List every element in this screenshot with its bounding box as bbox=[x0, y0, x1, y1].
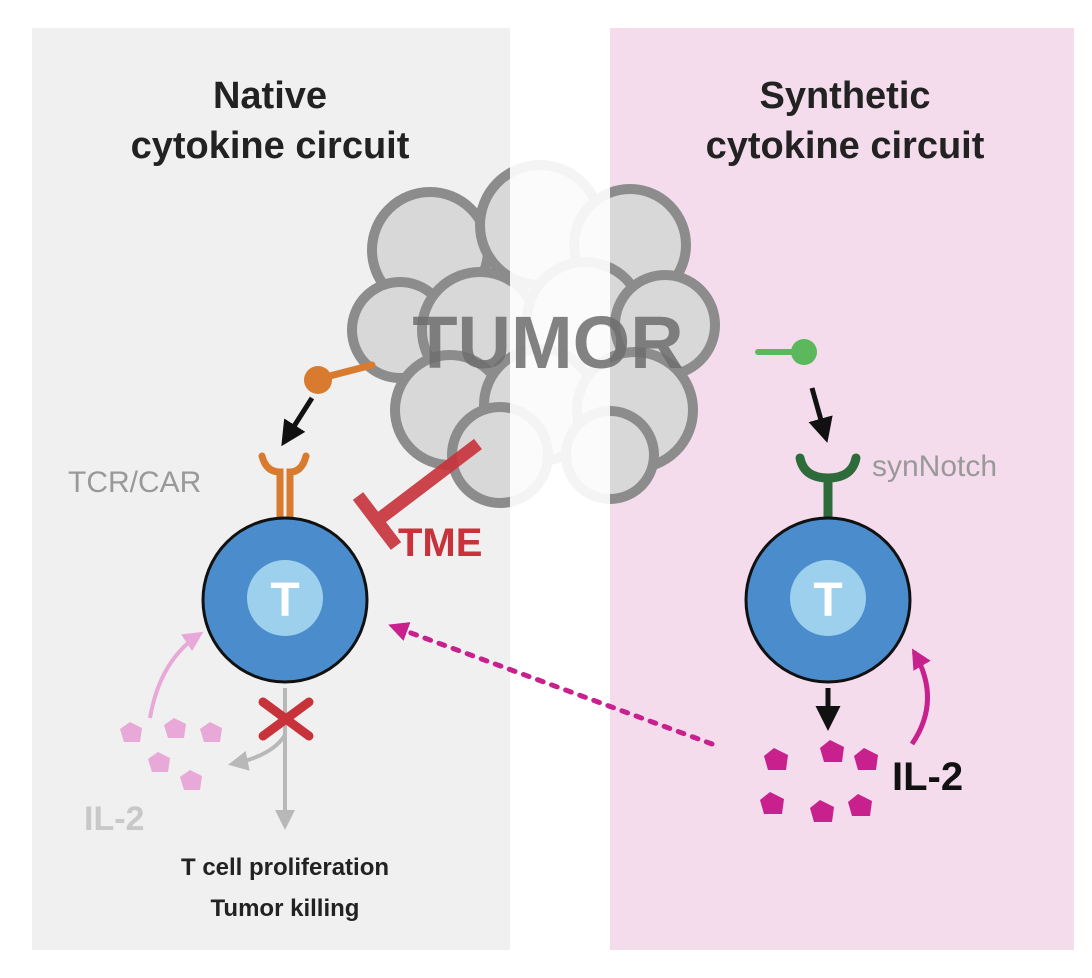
native-il2-label: IL-2 bbox=[84, 800, 144, 838]
native-antigen-icon bbox=[304, 361, 376, 394]
synthetic-panel-background bbox=[610, 28, 1074, 950]
synthetic-title-line2: cytokine circuit bbox=[706, 125, 985, 167]
tme-label: TME bbox=[398, 521, 482, 565]
synthetic-t-cell: T bbox=[744, 516, 912, 684]
synthetic-autocrine-arrow bbox=[909, 648, 931, 746]
paracrine-il2-arrow bbox=[388, 622, 715, 747]
native-t-cell: T bbox=[201, 516, 369, 684]
native-il2-release-arrow bbox=[228, 733, 287, 771]
panel-divider bbox=[510, 28, 610, 950]
synthetic-antigen-binding-arrow bbox=[808, 387, 833, 443]
tme-inhibition-icon bbox=[352, 438, 482, 550]
native-panel-background bbox=[32, 28, 510, 950]
antigen-binding-arrow bbox=[281, 396, 315, 447]
outcome-line1: T cell proliferation bbox=[181, 854, 389, 881]
synnotch-label: synNotch bbox=[872, 450, 997, 483]
native-title-line2: cytokine circuit bbox=[131, 125, 410, 167]
tumor-label: TUMOR bbox=[412, 301, 683, 384]
native-title-line1: Native bbox=[213, 75, 327, 117]
native-t-cell-label: T bbox=[270, 574, 299, 627]
synthetic-title-line1: Synthetic bbox=[759, 75, 930, 117]
synthetic-t-cell-label: T bbox=[813, 574, 842, 627]
blocked-x-icon bbox=[258, 697, 314, 741]
synthetic-antigen-icon bbox=[755, 339, 817, 365]
outcome-line2: Tumor killing bbox=[211, 895, 360, 922]
synthetic-il2-molecules bbox=[760, 740, 878, 822]
synthetic-il2-label: IL-2 bbox=[892, 755, 963, 799]
native-autocrine-arrow bbox=[148, 631, 204, 719]
tcr-car-receptor-icon bbox=[258, 452, 310, 526]
tcr-car-label: TCR/CAR bbox=[68, 466, 201, 499]
native-il2-molecules bbox=[120, 718, 222, 790]
